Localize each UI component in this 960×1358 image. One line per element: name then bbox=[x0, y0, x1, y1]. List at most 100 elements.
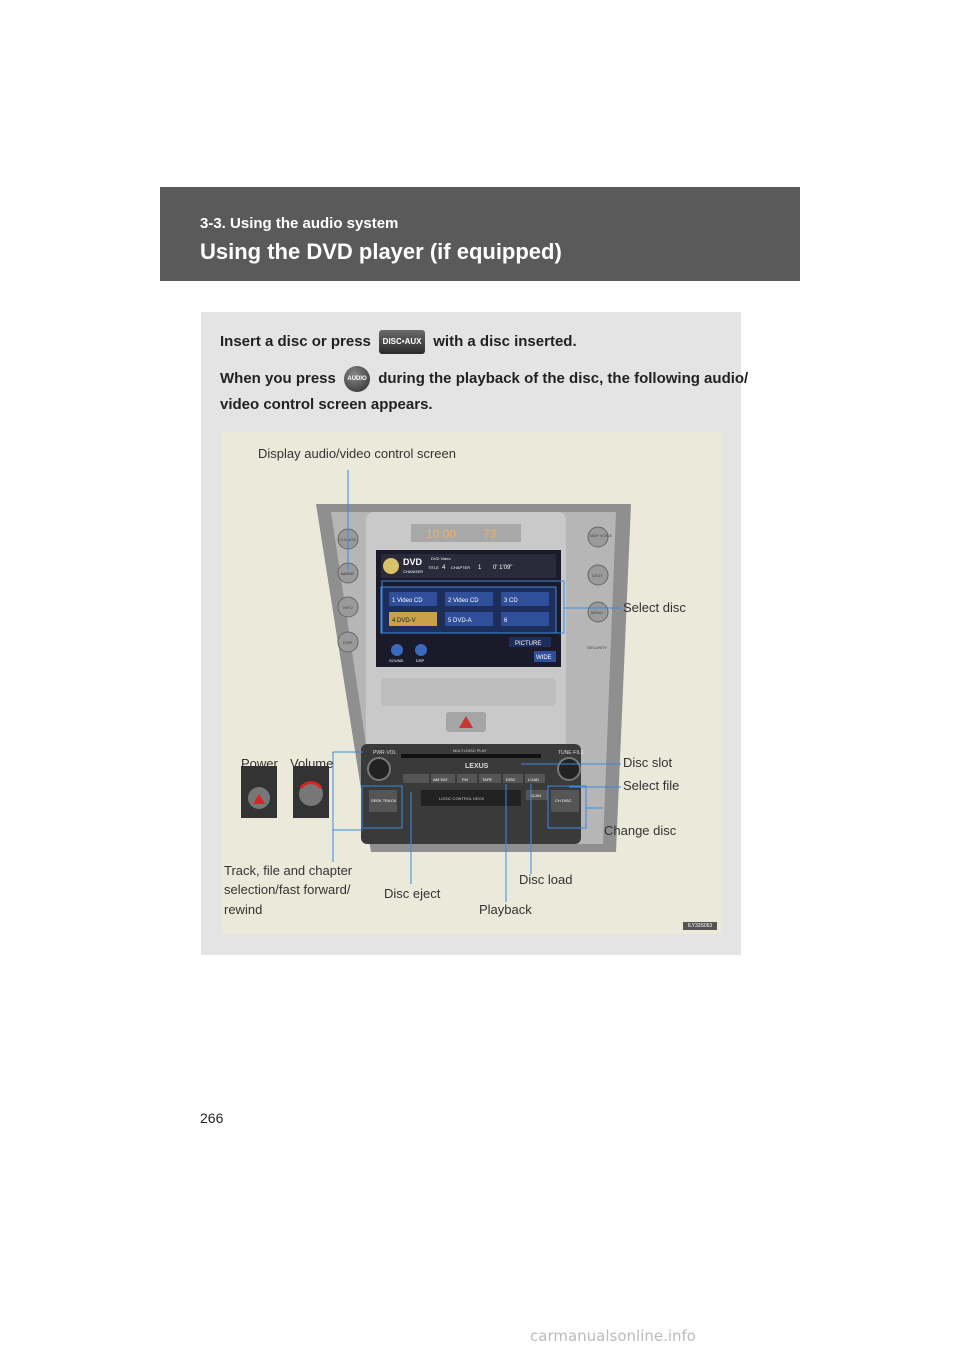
disc-aux-button-icon: DISC•AUX bbox=[379, 330, 426, 354]
callout-disc-slot: Disc slot bbox=[623, 755, 673, 770]
page-number: 266 bbox=[200, 1110, 224, 1126]
content-panel: Insert a disc or press DISC•AUX with a d… bbox=[201, 312, 748, 955]
callout-track-3: rewind bbox=[224, 902, 263, 917]
disc-button-6[interactable] bbox=[501, 612, 549, 626]
tape-label: TAPE bbox=[482, 777, 492, 782]
disc-button-1[interactable] bbox=[389, 592, 437, 606]
callout-select-file: Select file bbox=[623, 778, 680, 793]
disc-label-5: 5 DVD-A bbox=[448, 618, 472, 624]
disc-label-6: 6 bbox=[504, 618, 508, 624]
screen-title-label: TITLE bbox=[428, 565, 439, 570]
scan-button[interactable] bbox=[526, 790, 548, 800]
am-sat-label: AM·SAT bbox=[433, 777, 448, 782]
callout-display-av: Display audio/video control screen bbox=[258, 446, 456, 461]
dsp-label: DSP bbox=[416, 658, 425, 663]
am-sat-button[interactable] bbox=[431, 774, 455, 783]
disc-button[interactable] bbox=[503, 774, 523, 783]
intro-text: When you press bbox=[220, 369, 336, 387]
info-button[interactable] bbox=[337, 596, 359, 618]
disp-label: DISP bbox=[343, 640, 353, 645]
sound-label: SOUND bbox=[389, 658, 404, 663]
map-voice-button[interactable] bbox=[587, 526, 609, 548]
menu-button[interactable] bbox=[587, 601, 609, 623]
callout-disc-load: Disc load bbox=[519, 872, 573, 887]
temp-text: 73 bbox=[483, 527, 497, 541]
scan-label: SCAN bbox=[530, 793, 541, 798]
section-header: 3-3. Using the audio system Using the DV… bbox=[160, 187, 800, 281]
leader-lines bbox=[332, 470, 621, 902]
screen-sub: CHANGER bbox=[403, 569, 423, 574]
multi-disc-label: MULTI-DISC PLAY bbox=[453, 748, 487, 753]
tune-file-label: TUNE·FILE bbox=[558, 750, 585, 756]
image-code: ILY33S063 bbox=[683, 922, 717, 930]
callout-change-disc: Change disc bbox=[604, 823, 677, 838]
intro-line-2: When you press AUDIO during the playback… bbox=[220, 366, 748, 392]
seek-track-button[interactable] bbox=[369, 790, 397, 812]
audio-unit-figure: 10:00 73 DVD CHANGER DVD Video TITLE 4 C… bbox=[221, 432, 721, 934]
disc-button-2[interactable] bbox=[445, 592, 493, 606]
dest-button[interactable] bbox=[587, 564, 609, 586]
callout-playback: Playback bbox=[479, 902, 532, 917]
section-label: 3-3. Using the audio system bbox=[200, 215, 399, 232]
callout-power: Power bbox=[241, 756, 278, 771]
screen-chapter-label: CHAPTER bbox=[451, 565, 470, 570]
callout-disc-eject: Disc eject bbox=[384, 886, 441, 901]
fm-button[interactable] bbox=[457, 774, 477, 783]
ch-disc-label: CH DISC bbox=[555, 798, 572, 803]
screen-time: 0' 1'09" bbox=[493, 565, 512, 571]
tape-button[interactable] bbox=[479, 774, 501, 783]
page-title: Using the DVD player (if equipped) bbox=[200, 239, 562, 264]
info-label: INFO bbox=[343, 605, 353, 610]
picture-button[interactable] bbox=[509, 637, 551, 647]
screen-mode: DVD Video bbox=[431, 556, 451, 561]
dvd-logo-icon bbox=[383, 558, 399, 574]
disc-button-4[interactable] bbox=[389, 612, 437, 626]
ch-disc-frame bbox=[547, 785, 587, 829]
wide-label: WIDE bbox=[536, 655, 552, 661]
tune-file-knob[interactable] bbox=[557, 757, 581, 781]
callout-select-disc: Select disc bbox=[623, 600, 686, 615]
disp-button[interactable] bbox=[337, 631, 359, 653]
load-label: LOAD bbox=[528, 777, 539, 782]
pwr-vol-label: PWR·VOL bbox=[373, 750, 397, 756]
tape-deck bbox=[421, 790, 521, 806]
screen-chapter-num: 1 bbox=[478, 565, 482, 571]
disc-label-1: 1 Video CD bbox=[392, 598, 423, 604]
audio-button-icon: AUDIO bbox=[344, 366, 371, 392]
intro-line-3: video control screen appears. bbox=[220, 396, 433, 413]
audio-label: AUDIO bbox=[341, 571, 354, 576]
intro-text: Insert a disc or press bbox=[220, 332, 371, 350]
screen-top-bar bbox=[381, 554, 556, 578]
callout-track-1: Track, file and chapter bbox=[224, 863, 353, 878]
lexus-label: LEXUS bbox=[465, 763, 489, 770]
ch-disc-button[interactable] bbox=[551, 790, 579, 812]
menu-label: MENU bbox=[591, 610, 603, 615]
dsp-icon bbox=[415, 644, 427, 656]
disc-label-4: 4 DVD-V bbox=[392, 618, 416, 624]
load-button[interactable] bbox=[525, 774, 545, 783]
callout-track-2: selection/fast forward/ bbox=[224, 882, 351, 897]
wide-button[interactable] bbox=[534, 651, 556, 662]
disc-button-3[interactable] bbox=[501, 592, 549, 606]
fm-label: FM bbox=[462, 777, 468, 782]
disc-button-5[interactable] bbox=[445, 612, 493, 626]
intro-text: during the playback of the disc, the fol… bbox=[378, 369, 749, 387]
volume-arrow-icon bbox=[299, 781, 323, 789]
footer-watermark[interactable]: carmanualsonline.info bbox=[530, 1327, 696, 1345]
disc-slot bbox=[401, 754, 541, 758]
clock-panel bbox=[411, 524, 521, 542]
screen-title-num: 4 bbox=[442, 565, 446, 571]
clock-text: 10:00 bbox=[426, 527, 456, 541]
seek-frame bbox=[361, 785, 403, 829]
intro-text: with a disc inserted. bbox=[433, 332, 577, 350]
callout-volume: Volume bbox=[290, 756, 334, 771]
select-disc-frame bbox=[381, 580, 565, 634]
disc-label-3: 3 CD bbox=[504, 598, 518, 604]
deck-label: LOGIC CONTROL DECK bbox=[439, 796, 485, 801]
seek-track-label: SEEK TRACK bbox=[371, 798, 397, 803]
security-label: SECURITY bbox=[587, 645, 608, 650]
pwr-vol-knob[interactable] bbox=[367, 757, 391, 781]
audio-unit-illustration: 10:00 73 DVD CHANGER DVD Video TITLE 4 C… bbox=[241, 470, 631, 902]
disc-row-label: DISC bbox=[506, 777, 516, 782]
eject-button[interactable] bbox=[403, 774, 429, 783]
